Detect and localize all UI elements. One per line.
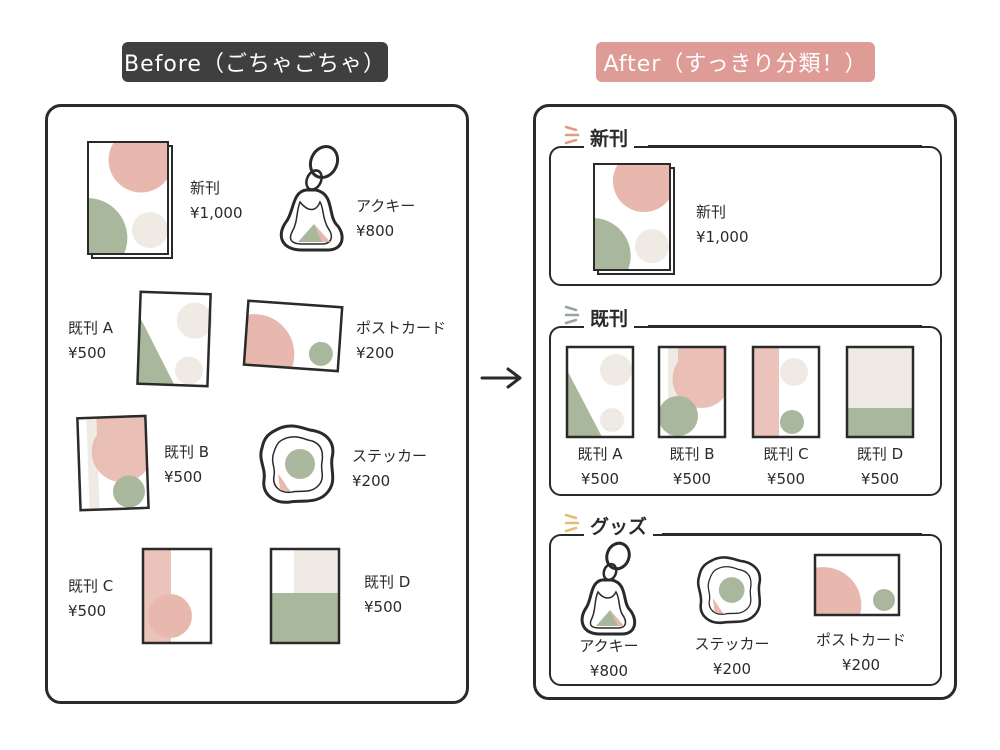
item-name: 新刊 [696, 203, 727, 221]
after-item-kikan-d: 既刊 D ¥500 [840, 442, 920, 492]
item-price: ¥500 [766, 470, 806, 488]
before-item-3: 既刊 A ¥500 [68, 316, 113, 366]
book-icon [269, 547, 341, 645]
before-item-6: ステッカー ¥200 [352, 444, 427, 494]
group-title: グッズ [584, 512, 654, 539]
book-icon [141, 547, 213, 645]
group-title: 新刊 [584, 124, 635, 151]
sticker-icon [696, 556, 762, 625]
item-price: ¥1,000 [190, 204, 243, 222]
item-price: ¥500 [68, 344, 107, 362]
after-item-kikan-c: 既刊 C ¥500 [746, 442, 826, 492]
group-title-line [648, 325, 922, 327]
book-icon [845, 345, 915, 439]
item-price: ¥800 [356, 222, 395, 240]
sparkle-icon [564, 125, 580, 145]
before-title: Before（ごちゃごちゃ） [124, 52, 386, 77]
book-icon [136, 290, 213, 388]
book-icon [751, 345, 821, 439]
after-header: After（すっきり分類！） [596, 42, 875, 82]
item-name: ステッカー [694, 635, 770, 653]
item-name: 既刊 D [364, 573, 411, 591]
before-item-2: アクキー ¥800 [356, 194, 415, 244]
book-icon [657, 345, 727, 439]
after-item-sticker: ステッカー ¥200 [682, 632, 782, 682]
group-title: 既刊 [584, 304, 635, 331]
sparkle-icon [564, 513, 580, 533]
item-name: 既刊 C [68, 577, 114, 595]
before-item-4: ポストカード ¥200 [356, 316, 446, 366]
sticker-icon [259, 424, 335, 504]
after-item-kikan-b: 既刊 B ¥500 [652, 442, 732, 492]
book-icon [76, 414, 150, 512]
item-price: ¥1,000 [696, 228, 749, 246]
before-item-1: 新刊 ¥1,000 [190, 176, 243, 226]
before-item-5: 既刊 B ¥500 [164, 440, 209, 490]
after-title: After（すっきり分類！） [603, 52, 868, 77]
acrylic-keychain-icon [279, 144, 344, 252]
before-header: Before（ごちゃごちゃ） [122, 42, 388, 82]
group-title-line [662, 533, 922, 535]
item-name: 既刊 B [164, 443, 210, 461]
item-price: ¥200 [712, 660, 752, 678]
item-name: 既刊 A [577, 445, 623, 463]
item-name: ポストカード [356, 319, 447, 337]
item-price: ¥200 [352, 472, 391, 490]
after-item-kikan-a: 既刊 A ¥500 [560, 442, 640, 492]
item-price: ¥500 [580, 470, 620, 488]
item-price: ¥500 [860, 470, 900, 488]
group-shinkan [549, 146, 942, 286]
item-name: 既刊 A [68, 319, 114, 337]
after-item-shinkan: 新刊 ¥1,000 [696, 200, 749, 250]
item-price: ¥500 [164, 468, 203, 486]
after-item-postcard: ポストカード ¥200 [804, 628, 918, 678]
item-name: 既刊 B [669, 445, 715, 463]
item-price: ¥500 [68, 602, 107, 620]
item-name: アクキー [356, 197, 416, 215]
book-icon [565, 345, 635, 439]
group-title-line [648, 145, 922, 147]
item-price: ¥500 [672, 470, 712, 488]
before-item-7: 既刊 C ¥500 [68, 574, 113, 624]
arrow-right-icon [480, 367, 522, 389]
acrylic-keychain-icon [580, 541, 637, 636]
sparkle-icon [564, 305, 580, 325]
book-icon [87, 141, 173, 259]
group-goods [549, 534, 942, 686]
book-icon [593, 163, 675, 275]
item-name: 新刊 [190, 179, 221, 197]
item-price: ¥800 [589, 662, 629, 680]
before-item-8: 既刊 D ¥500 [364, 570, 410, 620]
item-name: 既刊 C [763, 445, 809, 463]
after-item-akki: アクキー ¥800 [564, 634, 654, 684]
item-name: アクキー [579, 637, 639, 655]
item-name: ステッカー [352, 447, 428, 465]
postcard-icon [813, 553, 901, 617]
item-price: ¥200 [841, 656, 881, 674]
item-name: ポストカード [815, 631, 906, 649]
item-price: ¥500 [364, 598, 403, 616]
group-kikan [549, 326, 942, 496]
postcard-icon [242, 299, 344, 373]
item-price: ¥200 [356, 344, 395, 362]
item-name: 既刊 D [856, 445, 904, 463]
